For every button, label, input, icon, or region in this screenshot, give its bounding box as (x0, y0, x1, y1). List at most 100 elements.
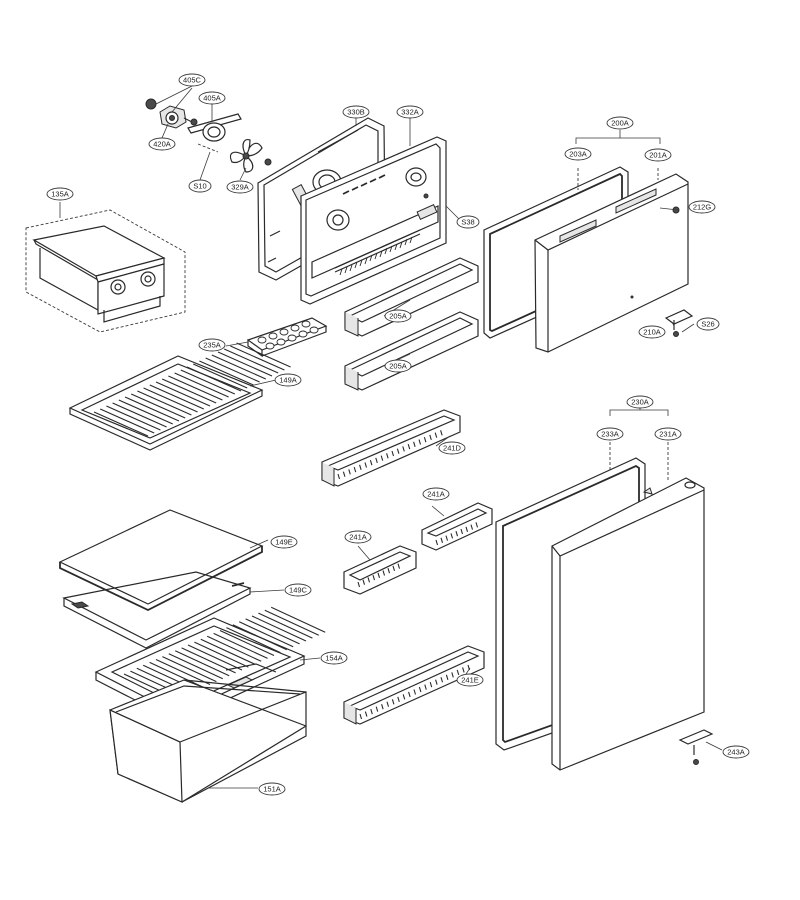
label-s26: S26 (696, 317, 720, 331)
svg-text:S38: S38 (461, 218, 474, 227)
svg-text:332A: 332A (401, 108, 419, 117)
grate-bar (450, 533, 454, 539)
grate-bar (434, 432, 438, 438)
svg-text:149A: 149A (279, 376, 297, 385)
grate-bar (475, 522, 479, 528)
grate-bar (149, 661, 204, 688)
svg-text:241D: 241D (443, 444, 462, 453)
grate-bar (238, 621, 294, 648)
svg-text:154A: 154A (325, 654, 343, 663)
grate-bar (206, 635, 262, 662)
grate-bar (161, 378, 217, 404)
grate-bar (424, 684, 427, 690)
grate-bar (440, 430, 443, 436)
svg-text:420A: 420A (153, 140, 171, 149)
grate-bar (187, 644, 243, 671)
grate-bar (362, 579, 366, 585)
leader-lines (59, 85, 723, 789)
grate-bar (180, 369, 236, 395)
grate-bar (369, 460, 373, 466)
grate-bar (232, 624, 288, 651)
svg-text:241A: 241A (349, 533, 367, 542)
label-241e: 241E (456, 673, 484, 687)
grate-bar (367, 577, 371, 583)
svg-text:S10: S10 (193, 182, 206, 191)
grate-bar (451, 672, 454, 678)
label-233a: 233A (596, 427, 624, 441)
grate-bar (245, 618, 300, 645)
label-420a: 420A (148, 137, 176, 151)
grate-bar (375, 706, 379, 712)
grate-bar (391, 450, 395, 457)
grate-bar (174, 372, 229, 398)
grate-bar (155, 381, 211, 407)
grate-bar (429, 434, 432, 441)
label-205a-lower: 205A (384, 359, 412, 373)
grate-bar (413, 689, 417, 695)
svg-text:243A: 243A (727, 748, 745, 757)
label-149c: 149C (284, 583, 312, 597)
grate-bar (251, 615, 307, 642)
grate-bar (155, 659, 211, 685)
label-405c: 405C (178, 73, 206, 87)
svg-text:S26: S26 (701, 320, 714, 329)
grate-bar (386, 701, 390, 707)
grate-bar (99, 408, 155, 434)
bracket-200a (575, 137, 661, 144)
grate-bar (348, 469, 351, 475)
grate-bar (174, 650, 230, 677)
grate-bar (186, 366, 242, 392)
label-200a: 200A (606, 116, 634, 130)
label-s38: S38 (456, 215, 480, 229)
grate-bar (407, 443, 411, 450)
grate-bar (402, 446, 405, 452)
grate-bar (370, 708, 373, 715)
grate-bar (429, 681, 433, 688)
label-241a-right: 241A (422, 487, 450, 501)
label-230a: 230A (626, 395, 654, 409)
grate-bar (364, 711, 368, 717)
door-shelf-241e (343, 645, 485, 725)
grate-bar (93, 411, 149, 437)
label-241d: 241D (438, 441, 466, 455)
glass-shelf-149e (58, 509, 264, 612)
grate-bar (342, 471, 346, 477)
grate-bar (230, 345, 285, 371)
label-151a: 151A (258, 782, 286, 796)
grate-bar (211, 354, 267, 380)
label-231a: 231A (654, 427, 682, 441)
grate-bar (337, 473, 341, 480)
grate-bar (440, 537, 444, 543)
panel-332a (300, 136, 447, 305)
freezer-door-200a (483, 166, 694, 353)
control-box-135a (25, 209, 186, 333)
door-shelf-241a-left (343, 545, 417, 595)
grate-bar (402, 694, 406, 700)
grate-bar (353, 466, 357, 473)
grate-bar (372, 574, 376, 581)
grate-bar (396, 448, 400, 454)
grate-bar (462, 667, 465, 673)
label-154a: 154A (320, 651, 348, 665)
grate-bar (377, 572, 381, 578)
svg-text:230A: 230A (631, 398, 649, 407)
grate-bar (149, 384, 205, 410)
grate-bar (391, 699, 395, 705)
door-shelf-241d (321, 409, 461, 487)
grate-bar (194, 641, 249, 668)
grate-bar (382, 570, 386, 576)
grate-bar (470, 524, 474, 530)
label-241a-left: 241A (344, 530, 372, 544)
svg-text:205A: 205A (389, 312, 407, 321)
label-149a: 149A (274, 373, 302, 387)
grate-bar (205, 357, 260, 383)
grate-bar (181, 647, 236, 674)
svg-text:212G: 212G (693, 203, 712, 212)
grate-bar (386, 453, 389, 459)
grate-bar (258, 612, 313, 639)
grate-bar (408, 691, 411, 698)
grate-bar (440, 677, 444, 683)
svg-text:241A: 241A (427, 490, 445, 499)
label-243a: 243A (722, 745, 750, 759)
wire-shelf-149a (68, 342, 291, 451)
